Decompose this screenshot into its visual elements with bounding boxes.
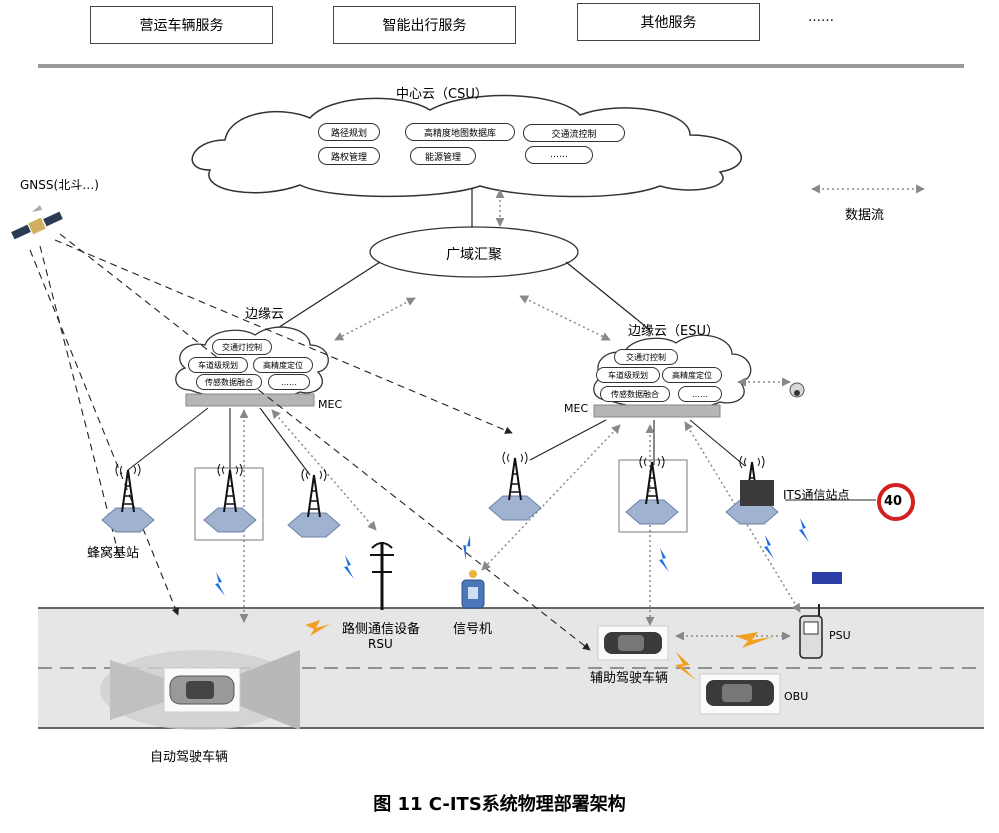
service-label: 其他服务 xyxy=(640,15,697,31)
cell-tower-1 xyxy=(101,463,155,533)
v2x-bolts-orange xyxy=(305,620,772,680)
edge-cloud-left-title: 边缘云 xyxy=(245,307,285,322)
cloud-item: 路径规划 xyxy=(318,123,380,141)
mec-left-label: MEC xyxy=(318,398,343,411)
edge-item: 车道级规划 xyxy=(188,357,248,373)
psu-label: PSU xyxy=(829,629,851,642)
legend-label: 数据流 xyxy=(845,208,885,223)
cell-tower-5 xyxy=(625,455,679,525)
wan-ellipse xyxy=(369,226,579,278)
edge-item: 车道级规划 xyxy=(596,367,660,383)
edge-item: 高精度定位 xyxy=(253,357,313,373)
service-box-operating-vehicles: 营运车辆服务 xyxy=(90,6,273,44)
mec-left-box xyxy=(185,393,315,407)
cell-station-label: 蜂窝基站 xyxy=(87,546,140,561)
assisted-vehicle-icon xyxy=(597,625,669,661)
cloud-item: 能源管理 xyxy=(410,147,476,165)
edge-item: 传感数据融合 xyxy=(196,374,262,390)
edge-item: 传感数据融合 xyxy=(600,386,670,402)
its-station-label: ITS通信站点 xyxy=(783,488,850,502)
rsu-label: RSU xyxy=(368,637,393,651)
autonomous-vehicle-label: 自动驾驶车辆 xyxy=(150,750,229,765)
service-box-smart-travel: 智能出行服务 xyxy=(333,6,516,44)
services-more: …… xyxy=(808,10,834,25)
speed-limit-sign xyxy=(877,483,915,521)
signal-label: 信号机 xyxy=(453,622,493,637)
speed-sign-value: 40 xyxy=(884,494,903,509)
service-box-other: 其他服务 xyxy=(577,3,760,41)
center-cloud-shape xyxy=(191,94,742,198)
assisted-vehicle-label: 辅助驾驶车辆 xyxy=(590,671,669,686)
wan-label: 广域汇聚 xyxy=(446,247,502,263)
edge-item: 高精度定位 xyxy=(662,367,722,383)
signal-controller-icon xyxy=(461,570,485,609)
mec-right-box xyxy=(593,404,721,418)
obu-label: OBU xyxy=(784,690,809,703)
road-info-board xyxy=(812,572,842,584)
rsu-pole-icon xyxy=(370,542,394,610)
satellite-icon xyxy=(11,205,63,240)
cloud-item: 路权管理 xyxy=(318,147,380,165)
center-cloud-title: 中心云（CSU） xyxy=(396,87,488,102)
autonomous-vehicle-icon xyxy=(100,650,300,730)
edge-item: …… xyxy=(268,374,310,390)
cloud-item: 高精度地图数据库 xyxy=(405,123,515,141)
gnss-label: GNSS(北斗…) xyxy=(20,178,99,192)
service-label: 营运车辆服务 xyxy=(139,18,224,34)
service-label: 智能出行服务 xyxy=(382,18,467,34)
edge-item: 交通灯控制 xyxy=(614,349,678,365)
cell-tower-4 xyxy=(488,451,542,521)
cloud-item: …… xyxy=(525,146,593,164)
edge-item: …… xyxy=(678,386,722,402)
cloud-item: 交通流控制 xyxy=(523,124,625,142)
cell-tower-2 xyxy=(203,463,257,533)
figure-caption: 图 11 C-ITS系统物理部署架构 xyxy=(373,794,626,815)
obu-vehicle-icon xyxy=(699,673,781,715)
roadside-device-label: 路侧通信设备 xyxy=(342,622,421,637)
top-separator xyxy=(38,64,964,68)
psu-phone-icon xyxy=(799,604,823,659)
its-station-box xyxy=(740,480,774,506)
edge-item: 交通灯控制 xyxy=(212,339,272,355)
edge-cloud-right-title: 边缘云（ESU） xyxy=(628,324,719,339)
mec-right-label: MEC xyxy=(564,402,589,415)
